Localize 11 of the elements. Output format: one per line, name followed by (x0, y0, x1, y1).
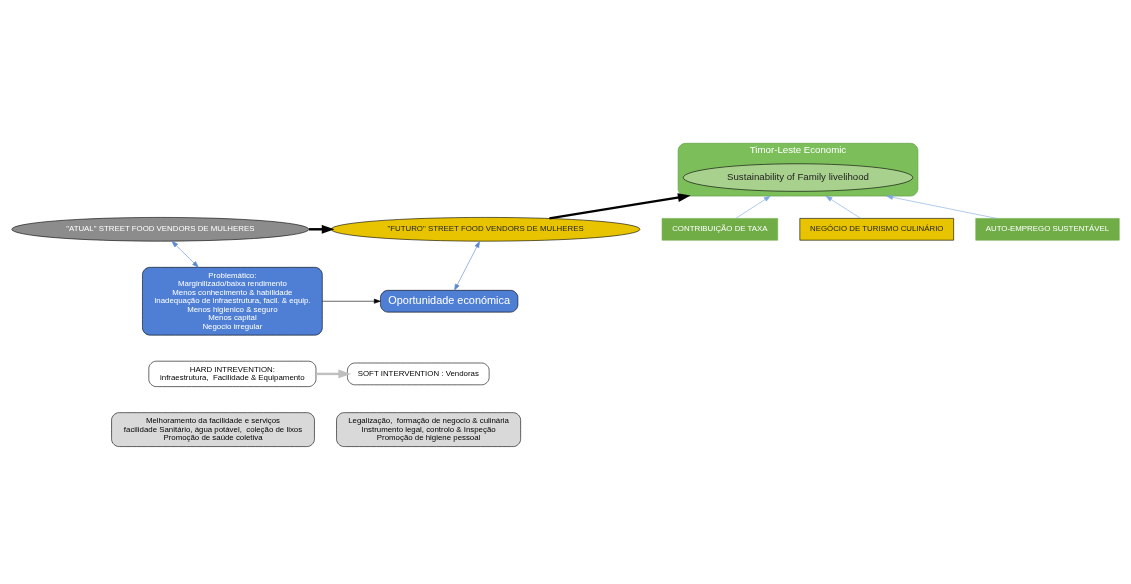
node-ellipse: Sustainability of Family livelihood (682, 162, 914, 192)
arrow (322, 298, 381, 304)
arrow (549, 192, 691, 220)
arrow (735, 195, 771, 219)
arrow (454, 240, 480, 291)
arrow (308, 224, 335, 234)
arrow (316, 368, 352, 378)
arrow (171, 240, 199, 268)
arrow (886, 194, 997, 219)
arrow (825, 195, 861, 219)
node-box: Oportunidade económica (380, 289, 519, 312)
